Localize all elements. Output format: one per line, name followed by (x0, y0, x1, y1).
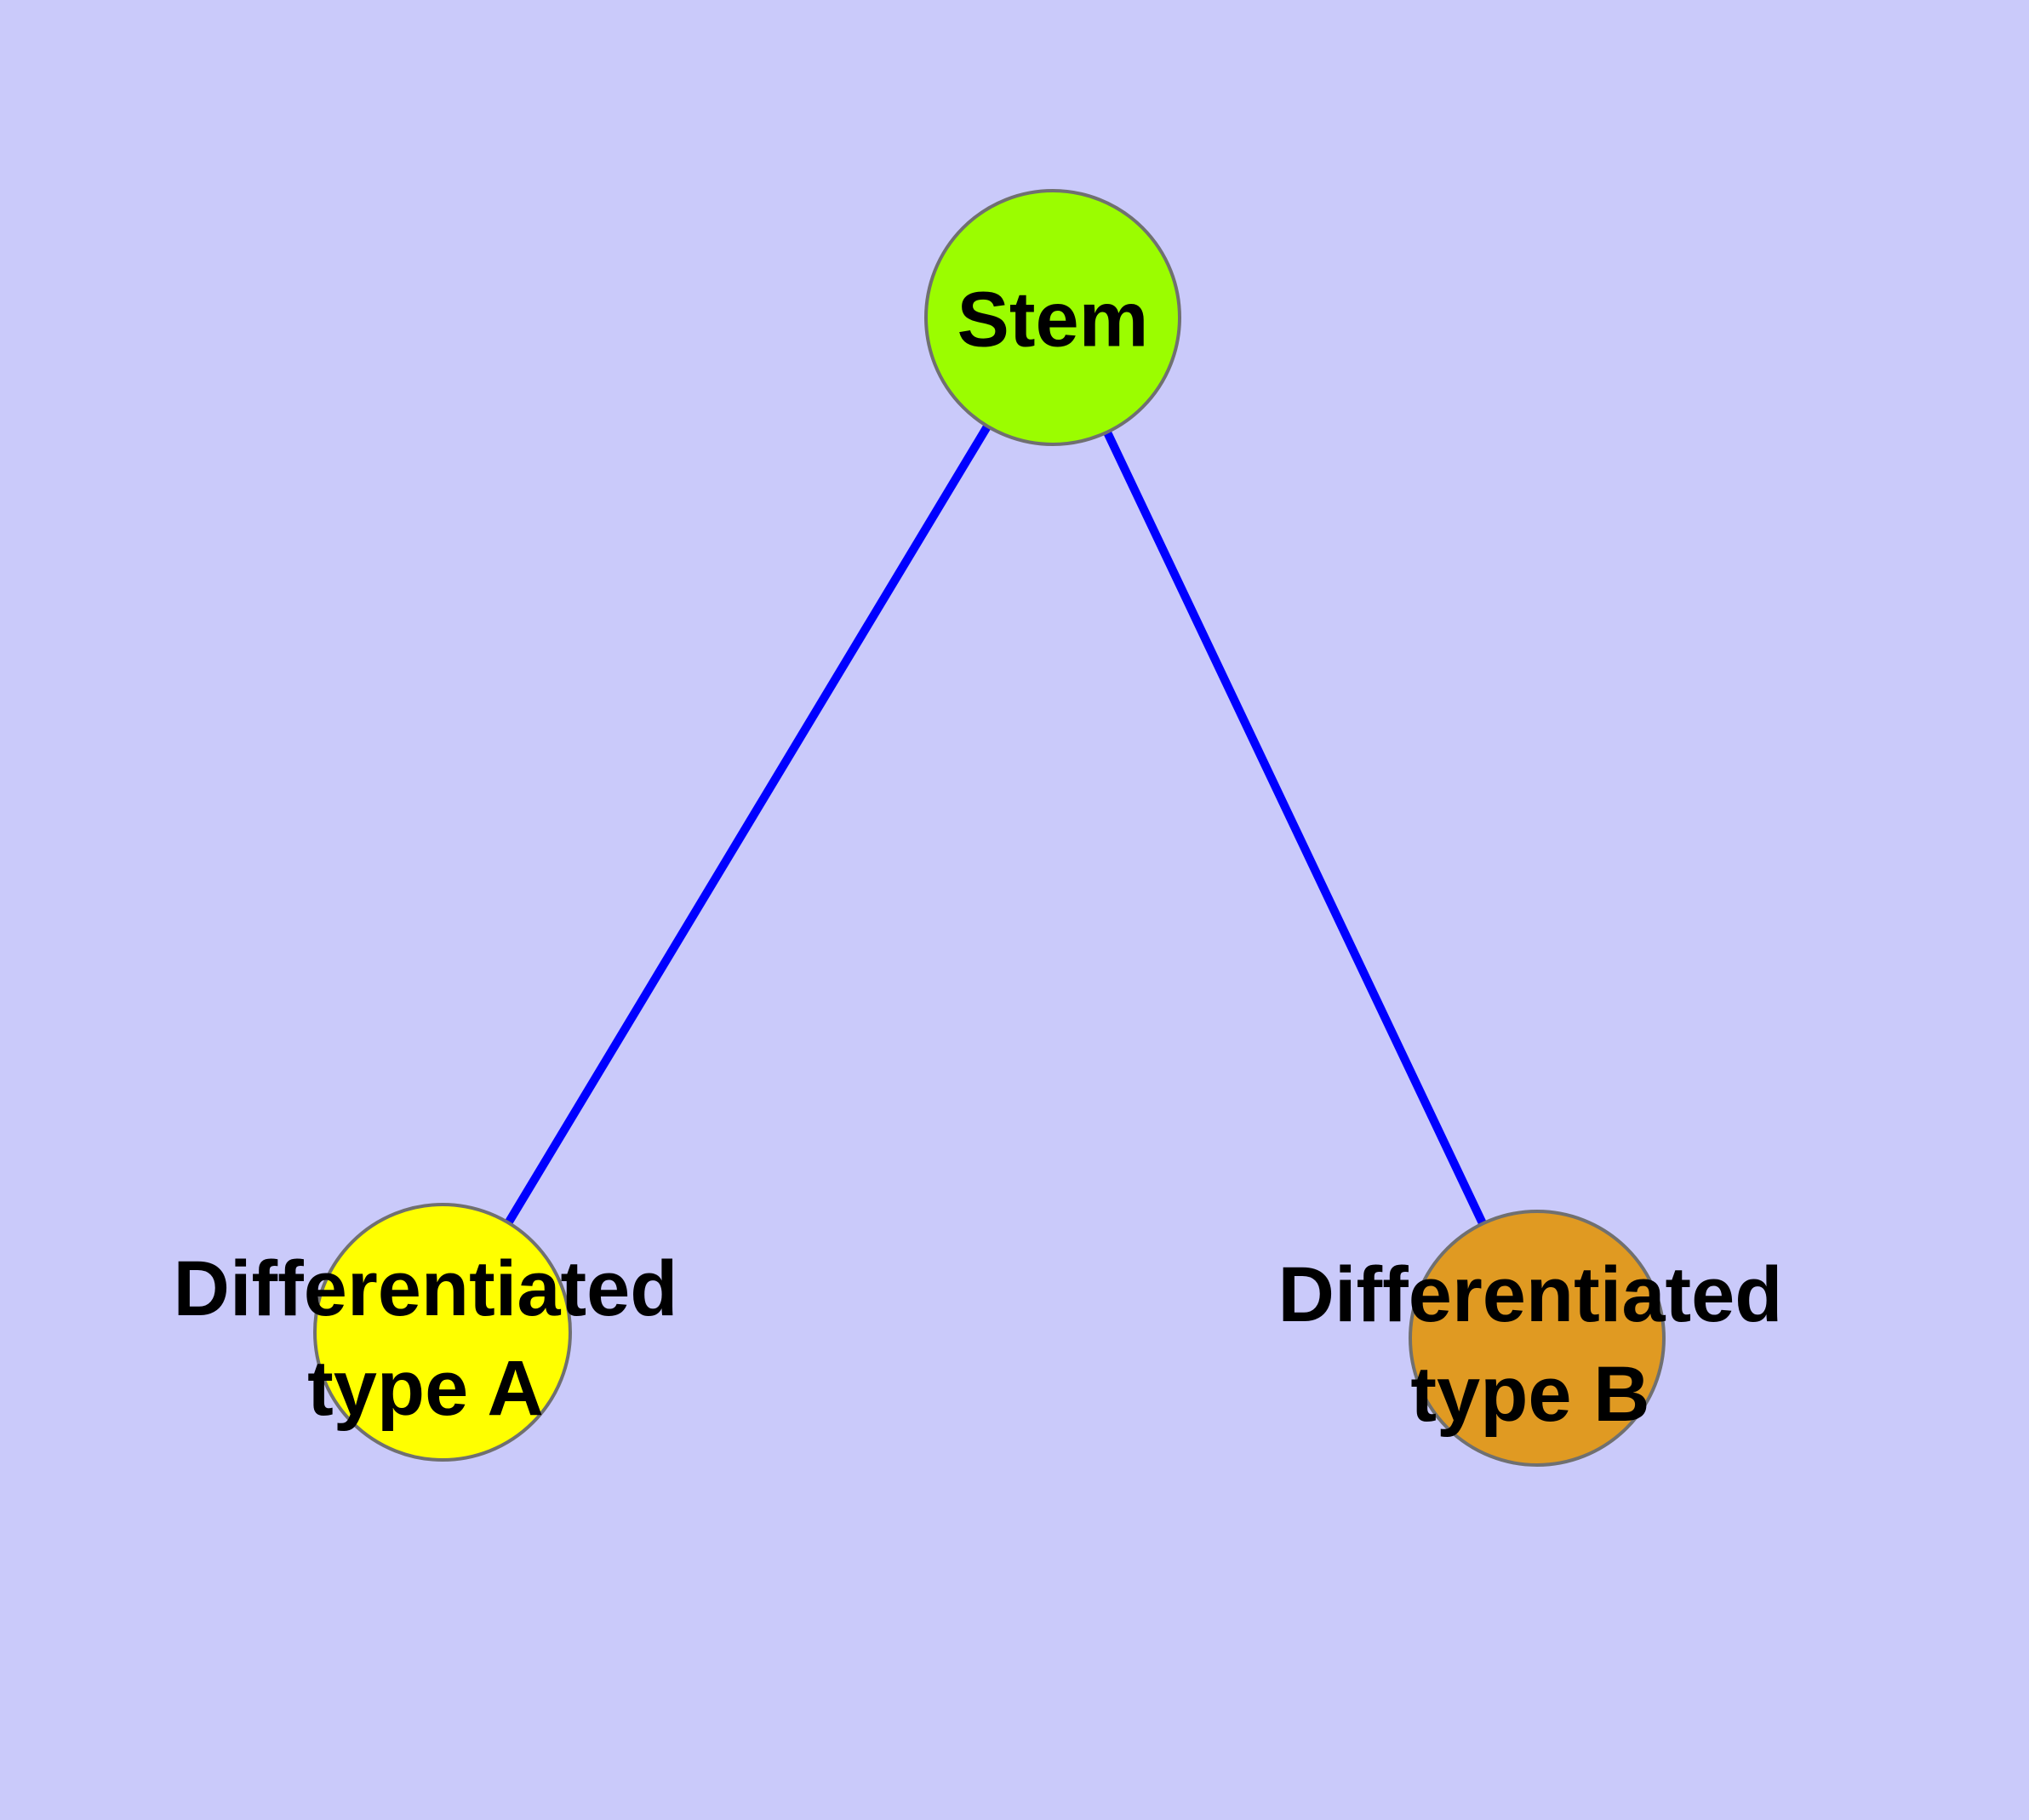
edge-stem-to-type-b (1049, 315, 1541, 1341)
node-type-a-circle (313, 1203, 572, 1462)
label-line: Differentiated (173, 1245, 678, 1332)
label-line: type A (307, 1345, 544, 1432)
node-type-b-label: Differentiated type B (1278, 1245, 1783, 1445)
node-stem-circle (924, 189, 1181, 446)
node-stem-label: Stem (957, 271, 1149, 370)
label-line: Stem (957, 276, 1149, 363)
edge-stem-to-type-a (438, 315, 1057, 1335)
node-type-a-label: Differentiated type A (174, 1239, 678, 1439)
node-type-b-circle (1409, 1210, 1666, 1467)
label-line: Differentiated (1277, 1251, 1783, 1338)
label-line: type B (1410, 1351, 1650, 1438)
